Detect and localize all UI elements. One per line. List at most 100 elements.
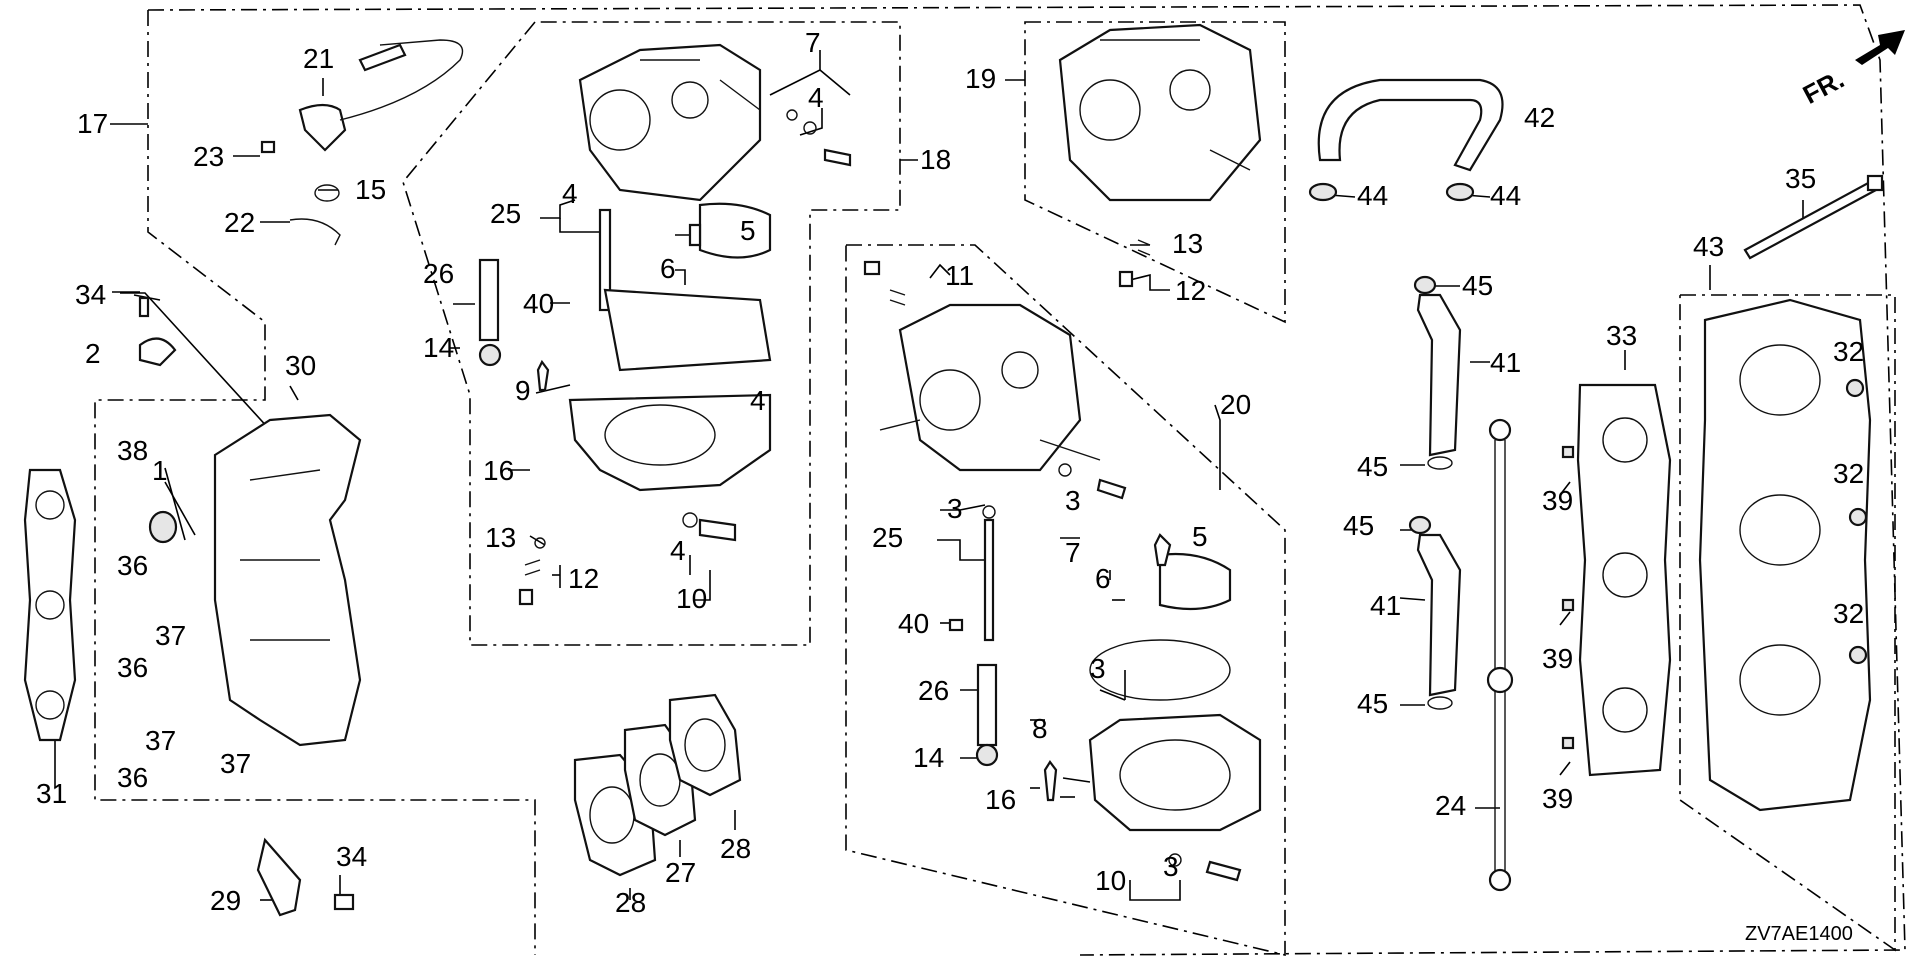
callout-5: 5: [1192, 521, 1208, 552]
gasket-parts: [573, 693, 742, 877]
callout-5: 5: [740, 215, 756, 246]
gasket-31-shape: [23, 468, 77, 742]
callout-11: 11: [945, 260, 974, 291]
callout-4: 4: [808, 82, 824, 113]
callout-32: 32: [1833, 458, 1864, 489]
callout-8: 8: [1032, 713, 1048, 744]
callout-27: 27: [665, 857, 696, 888]
callout-45: 45: [1462, 270, 1493, 301]
callout-13: 13: [485, 522, 516, 553]
callout-33: 33: [1606, 320, 1637, 351]
hose-41a-shape: [1416, 293, 1462, 457]
callout-22: 22: [224, 207, 255, 238]
callout-25: 25: [490, 198, 521, 229]
callout-40: 40: [523, 288, 554, 319]
callout-37: 37: [155, 620, 186, 651]
callout-37: 37: [220, 748, 251, 779]
lower-carburetor-parts: [863, 260, 1262, 882]
callout-30: 30: [285, 350, 316, 381]
gasket-28b-shape: [668, 693, 742, 797]
carburetor-18-parts: [478, 43, 852, 606]
front-arrow-icon: [1855, 30, 1905, 65]
front-label: FR.: [1798, 64, 1849, 110]
callout-10: 10: [676, 583, 707, 614]
callout-6: 6: [1095, 563, 1111, 594]
callout-44: 44: [1490, 180, 1521, 211]
callout-7: 7: [805, 27, 821, 58]
callout-28: 28: [720, 833, 751, 864]
top-left-parts: [260, 39, 464, 246]
callout-24: 24: [1435, 790, 1466, 821]
callout-14: 14: [423, 332, 454, 363]
right-parts: [1308, 78, 1884, 892]
callout-29: 29: [210, 885, 241, 916]
callout-19: 19: [965, 63, 996, 94]
callout-45: 45: [1343, 510, 1374, 541]
carburetor-19-parts: [1058, 23, 1262, 288]
float-chamber-9-shape: [568, 393, 772, 492]
carburetor-18-shape: [578, 43, 762, 202]
callout-31: 31: [36, 778, 67, 809]
callout-4: 4: [750, 385, 766, 416]
callout-35: 35: [1785, 163, 1816, 194]
drawing-code: ZV7AE1400: [1745, 923, 1853, 945]
callout-34: 34: [336, 841, 367, 872]
callout-9: 9: [515, 375, 531, 406]
callout-20: 20: [1220, 389, 1251, 420]
callout-17: 17: [77, 108, 108, 139]
callout-44: 44: [1357, 180, 1388, 211]
callout-4: 4: [562, 178, 578, 209]
callout-15: 15: [355, 174, 386, 205]
callout-3: 3: [1163, 851, 1179, 882]
callout-12: 12: [568, 563, 599, 594]
callout-28: 28: [615, 887, 646, 918]
collar-1-shape: [148, 510, 178, 544]
callout-26: 26: [918, 675, 949, 706]
callout-32: 32: [1833, 598, 1864, 629]
hose-41b-shape: [1416, 533, 1462, 697]
float-chamber-8-shape: [1088, 713, 1262, 832]
carburetor-19-shape: [1058, 23, 1262, 202]
callout-45: 45: [1357, 451, 1388, 482]
callout-39: 39: [1542, 643, 1573, 674]
callout-37: 37: [145, 725, 176, 756]
callout-41: 41: [1490, 347, 1521, 378]
callout-38: 38: [117, 435, 148, 466]
cover-43-shape: [1698, 298, 1872, 812]
callout-14: 14: [913, 742, 944, 773]
rod-24-shape: [1494, 440, 1506, 880]
callout-40: 40: [898, 608, 929, 639]
callout-2: 2: [85, 338, 101, 369]
callout-39: 39: [1542, 783, 1573, 814]
intake-manifold-30-shape: [213, 413, 362, 747]
callout-34: 34: [75, 279, 106, 310]
callout-43: 43: [1693, 231, 1724, 262]
callout-3: 3: [1065, 485, 1081, 516]
carburetor-20-shape: [898, 303, 1082, 472]
callout-6: 6: [660, 253, 676, 284]
callout-41: 41: [1370, 590, 1401, 621]
callout-13: 13: [1172, 228, 1203, 259]
callout-32: 32: [1833, 336, 1864, 367]
callout-labels: 1 2 3 3 3 3 4 4 4 4 5 5 6 6 7 7 8 9 10 1…: [36, 27, 1864, 918]
callout-23: 23: [193, 141, 224, 172]
callout-36: 36: [117, 762, 148, 793]
callout-1: 1: [152, 455, 168, 486]
callout-16: 16: [483, 455, 514, 486]
callout-3: 3: [1090, 653, 1106, 684]
callout-26: 26: [423, 258, 454, 289]
group-outlines: [94, 4, 1906, 957]
hose-42-shape: [1317, 78, 1504, 172]
callout-45: 45: [1357, 688, 1388, 719]
left-parts: [23, 296, 362, 917]
callout-4: 4: [670, 535, 686, 566]
callout-36: 36: [117, 550, 148, 581]
gasket-33-shape: [1576, 383, 1672, 777]
callout-3: 3: [947, 493, 963, 524]
callout-7: 7: [1065, 537, 1081, 568]
callout-12: 12: [1175, 275, 1206, 306]
callout-25: 25: [872, 522, 903, 553]
callout-10: 10: [1095, 865, 1126, 896]
